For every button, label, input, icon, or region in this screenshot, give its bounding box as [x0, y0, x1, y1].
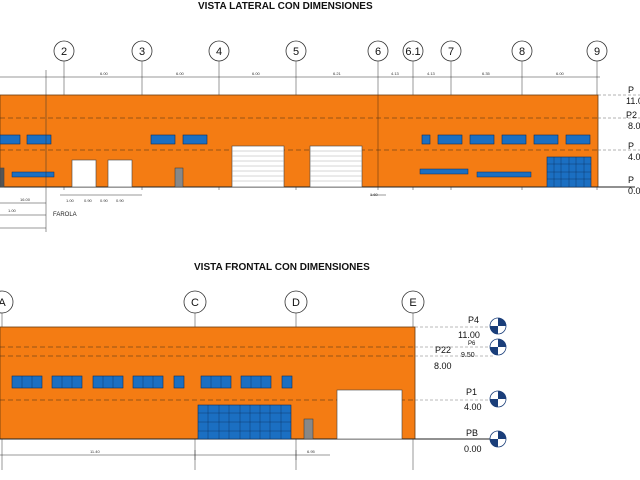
side-small-door — [174, 167, 184, 188]
level-value: 8.00 — [434, 361, 452, 371]
small-dim: 0.90 — [100, 198, 109, 203]
svg-text:5: 5 — [293, 46, 299, 58]
side-doors — [0, 159, 133, 188]
level-value: 0.0 — [628, 186, 640, 196]
axis-bubble-a: A — [0, 290, 14, 314]
spacing-label: 4.13 — [427, 71, 436, 76]
level-name: P22 — [435, 345, 451, 355]
level-name: PB — [466, 428, 478, 438]
level-marker-icon — [489, 390, 507, 408]
front-small-door — [303, 418, 314, 440]
svg-text:4: 4 — [216, 46, 222, 58]
svg-text:3: 3 — [139, 46, 145, 58]
front-windows — [11, 375, 293, 389]
spacing-label: 6.00 — [100, 71, 109, 76]
front-large-door — [336, 389, 403, 440]
svg-text:8: 8 — [519, 46, 525, 58]
level-marker-icon — [489, 430, 507, 448]
side-view-title: VISTA LATERAL CON DIMENSIONES — [198, 1, 373, 12]
small-dim: 0.90 — [116, 198, 125, 203]
level-name: P2 — [626, 110, 637, 120]
spacing-label: 6.00 — [176, 71, 185, 76]
axis-bubble-d: D — [284, 290, 308, 314]
axis-bubble-c: C — [183, 290, 207, 314]
svg-text:7: 7 — [448, 46, 454, 58]
axis-bubble-6: 6 — [367, 40, 389, 62]
spacing-label: 6.00 — [252, 71, 261, 76]
svg-text:2: 2 — [61, 46, 67, 58]
level-value: 8.0 — [628, 121, 640, 131]
axis-bubble-2: 2 — [53, 40, 75, 62]
level-value: 4.0 — [628, 152, 640, 162]
svg-text:6: 6 — [375, 46, 381, 58]
axis-bubble-3: 3 — [131, 40, 153, 62]
side-rollup-doors — [231, 145, 363, 188]
small-dim: 1.60 — [370, 192, 379, 197]
level-name: P1 — [466, 387, 477, 397]
axis-bubble-9: 9 — [586, 40, 608, 62]
level-value: 4.00 — [464, 402, 482, 412]
spacing-label: 6.21 — [333, 71, 342, 76]
axis-bubble-7: 7 — [440, 40, 462, 62]
side-lower-windows — [11, 168, 532, 178]
svg-text:A: A — [0, 297, 6, 309]
bottom-dim: 11.40 — [90, 449, 100, 454]
spacing-label: 6.00 — [556, 71, 565, 76]
level-value: 0.00 — [464, 444, 482, 454]
svg-text:9: 9 — [594, 46, 600, 58]
side-elevation: 6.00 6.00 6.00 6.21 4.13 4.13 6.35 6.00 … — [0, 40, 640, 232]
spacing-label: 4.13 — [391, 71, 400, 76]
small-dim: 0.90 — [84, 198, 93, 203]
front-view-title: VISTA FRONTAL CON DIMENSIONES — [194, 262, 370, 273]
level-name: P — [628, 175, 634, 185]
axis-bubble-e: E — [401, 290, 425, 314]
level-marker-icon — [489, 317, 507, 335]
small-dim: 1.00 — [66, 198, 75, 203]
side-upper-windows — [0, 134, 591, 145]
farola-label: FAROLA — [53, 212, 77, 218]
svg-text:C: C — [191, 297, 199, 309]
level-value: 11.0 — [626, 96, 640, 106]
spacing-label: 6.35 — [482, 71, 491, 76]
bottom-dim: 6.95 — [307, 449, 316, 454]
level-value: 11.00 — [458, 330, 480, 340]
svg-text:D: D — [292, 297, 300, 309]
level-name: P4 — [468, 315, 479, 325]
level-name: P6 — [468, 341, 476, 347]
small-dim: 1.00 — [8, 208, 17, 213]
level-name: P — [628, 141, 634, 151]
axis-bubble-5: 5 — [285, 40, 307, 62]
svg-text:6.1: 6.1 — [405, 46, 420, 58]
svg-text:E: E — [409, 297, 416, 309]
level-value: 9.50 — [461, 352, 475, 359]
axis-bubble-8: 8 — [511, 40, 533, 62]
level-marker-icon — [489, 338, 507, 356]
small-dim: 16.00 — [20, 197, 31, 202]
level-name: P — [628, 85, 634, 95]
front-elevation: A C D E — [0, 290, 507, 470]
axis-bubble-4: 4 — [208, 40, 230, 62]
side-facade — [0, 94, 599, 188]
axis-bubble-6-1: 6.1 — [402, 40, 424, 62]
